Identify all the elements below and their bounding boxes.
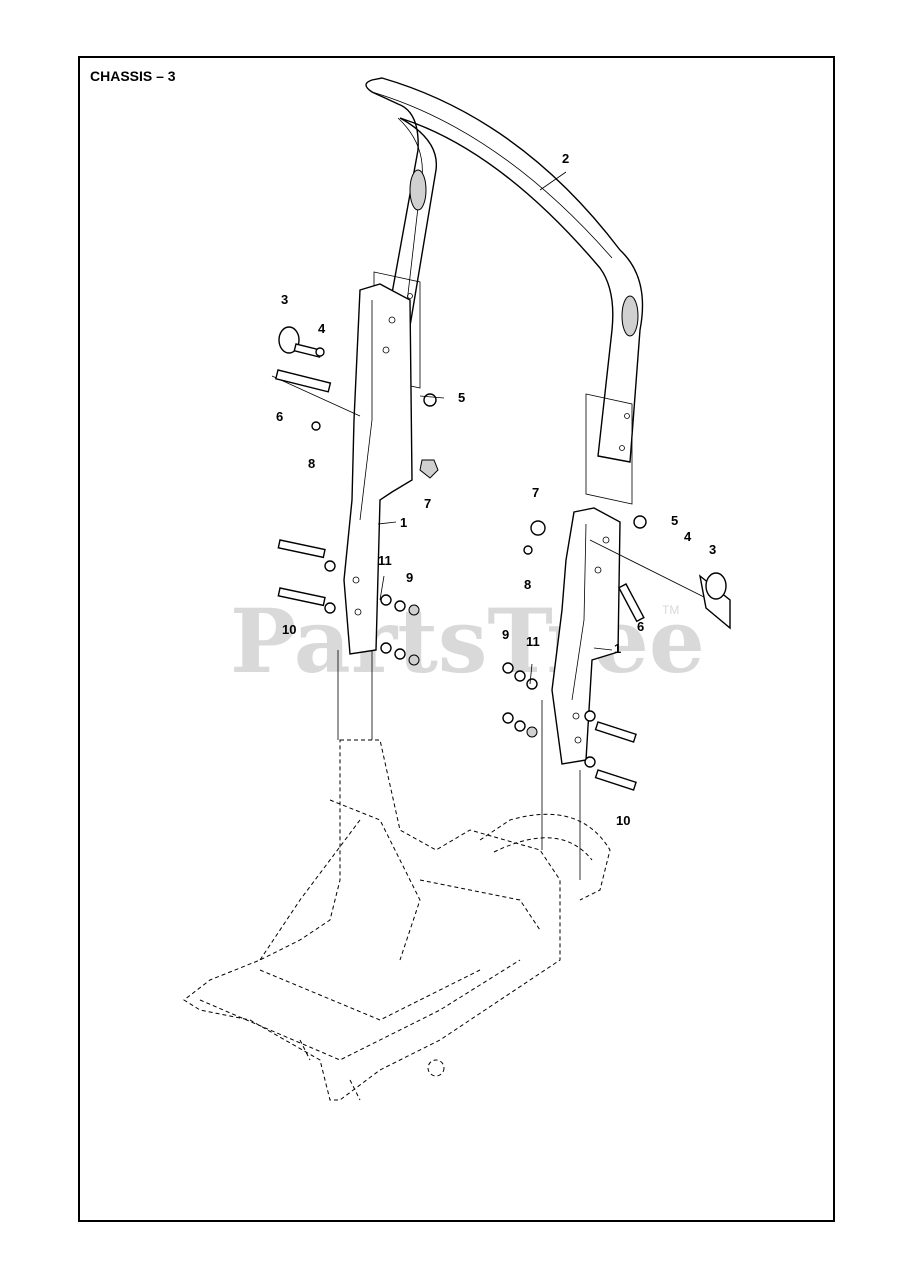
alignment-lines <box>337 650 581 880</box>
callout-7-left: 7 <box>424 496 431 511</box>
callout-5-right: 5 <box>671 513 678 528</box>
chassis-frame-reference <box>183 739 611 1101</box>
callout-4-left: 4 <box>318 321 326 336</box>
diagram-frame <box>78 56 835 1222</box>
rops-hoop <box>365 77 644 463</box>
page-title: CHASSIS – 3 <box>90 68 176 84</box>
left-upright-bracket <box>343 283 413 655</box>
callout-5-left: 5 <box>458 390 465 405</box>
leader-lines <box>377 171 613 685</box>
callout-11-right: 11 <box>526 634 540 649</box>
callout-10-right: 10 <box>616 813 630 828</box>
callout-4-right: 4 <box>684 529 692 544</box>
callout-1-right: 1 <box>614 641 621 656</box>
callout-labels: 2 3 4 6 8 5 7 1 11 9 10 7 5 4 3 8 6 1 9 … <box>276 151 716 828</box>
callout-3-left: 3 <box>281 292 288 307</box>
watermark-trademark: TM <box>662 603 679 617</box>
callout-6-right: 6 <box>637 619 644 634</box>
callout-3-right: 3 <box>709 542 716 557</box>
right-hardware <box>502 515 731 791</box>
callout-9-left: 9 <box>406 570 413 585</box>
guide-plane-right <box>585 393 633 505</box>
callout-8-left: 8 <box>308 456 315 471</box>
callout-6-left: 6 <box>276 409 283 424</box>
watermark: PartsTree <box>230 589 705 693</box>
callout-10-left: 10 <box>282 622 296 637</box>
callout-1-left: 1 <box>400 515 407 530</box>
callout-11-left: 11 <box>378 553 392 568</box>
callout-7-right: 7 <box>532 485 539 500</box>
callout-8-right: 8 <box>524 577 531 592</box>
callout-9-right: 9 <box>502 627 509 642</box>
callout-2: 2 <box>562 151 569 166</box>
left-hardware <box>271 326 439 666</box>
